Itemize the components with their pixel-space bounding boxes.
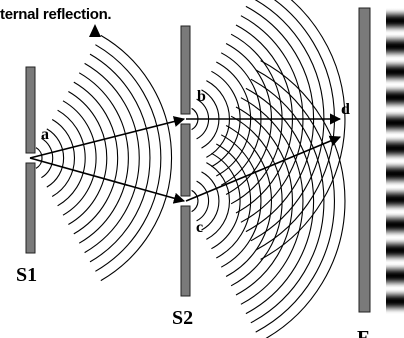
label-slit-s2: S2: [172, 307, 193, 329]
wavefront-arc: [230, 115, 283, 287]
wavefront-arc: [46, 128, 65, 188]
wavefront-arc: [41, 137, 54, 179]
slit-barrier-s2-middle: [180, 123, 191, 197]
wavefront-arc: [95, 44, 162, 272]
slit-barrier-s1-upper: [25, 66, 36, 154]
label-point-d: d: [341, 101, 350, 118]
interference-fringe-strip: [386, 8, 404, 314]
label-point-c: c: [196, 219, 203, 236]
wavefront-arc: [196, 180, 210, 222]
slit-barrier-s2-bottom: [180, 205, 191, 297]
wavefront-arc: [84, 62, 140, 254]
ray-c-to-d: [185, 135, 342, 202]
wavefront-arc: [100, 34, 173, 282]
pointer-triangle-icon: [89, 24, 101, 37]
wavefront-arc: [255, 69, 335, 333]
ray-a-to-b: [29, 116, 186, 159]
slit-barrier-s1-lower: [25, 162, 36, 254]
wavefront-arc: [220, 134, 262, 268]
wavefront-arc: [35, 147, 43, 169]
wavefront-arc: [245, 87, 315, 315]
label-point-a: a: [41, 126, 49, 143]
wavefront-arc: [250, 0, 325, 242]
wavefront-arc: [201, 171, 220, 231]
label-screen-f: F: [357, 327, 369, 338]
wavefront-arc: [191, 189, 199, 213]
ray-a-to-c: [29, 157, 186, 204]
wavefront-arc: [51, 119, 75, 197]
wavefront-arc: [225, 125, 272, 277]
wavefront-arc: [250, 78, 325, 324]
wavefront-arc: [62, 100, 97, 216]
wavefront-arc: [68, 91, 108, 225]
header-caption: ternal reflection.: [0, 6, 112, 23]
label-slit-s1: S1: [16, 264, 37, 286]
wavefront-arc: [235, 106, 293, 296]
wavefronts-from-a: [35, 34, 173, 282]
wavefront-arc: [260, 0, 346, 260]
wavefront-arc: [216, 143, 252, 259]
wavefront-arc: [73, 81, 119, 235]
wavefronts-from-c: [191, 60, 346, 338]
wavefront-arc: [206, 162, 231, 240]
wavefronts-from-b: [191, 0, 346, 260]
wavefront-arc: [89, 53, 151, 263]
detection-screen-f: [358, 7, 371, 313]
wavefront-arc: [78, 72, 129, 244]
wavefront-arc: [57, 109, 86, 207]
wavefront-arc: [260, 60, 346, 338]
label-point-b: b: [197, 88, 206, 105]
wavefront-arc: [211, 152, 241, 250]
slit-barrier-s2-top: [180, 25, 191, 115]
